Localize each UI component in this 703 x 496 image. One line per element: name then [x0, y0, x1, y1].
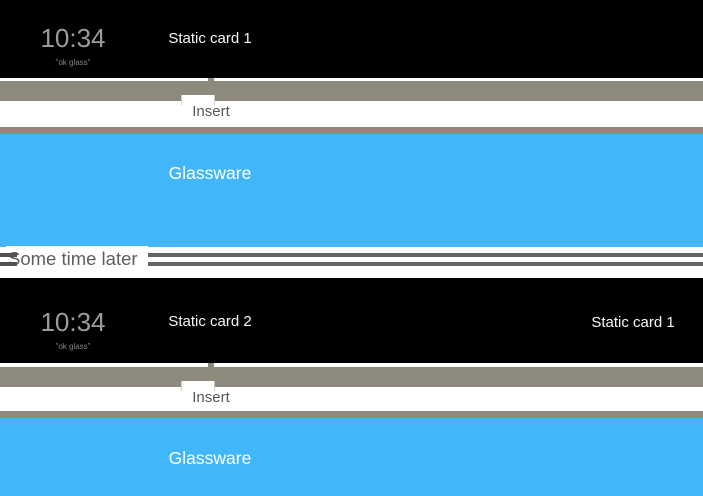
- home-card-state-2: [0, 278, 703, 363]
- glassware-label: Glassware: [168, 448, 252, 468]
- timeline-strip: [0, 411, 703, 418]
- insert-connector: [208, 78, 214, 81]
- static-card-1-label: Static card 1: [168, 30, 252, 47]
- insert-label: Insert: [192, 389, 230, 406]
- clock-text: 10:34: [40, 307, 106, 337]
- clock-text: 10:34: [40, 23, 106, 53]
- voice-prompt-text: "ok glass": [55, 58, 91, 67]
- glassware-label: Glassware: [168, 163, 252, 183]
- static-card-1-label-shifted: Static card 1: [591, 314, 675, 331]
- voice-prompt-text: "ok glass": [55, 342, 91, 351]
- time-divider-dash-top: [0, 253, 17, 257]
- insert-callout-notch: [181, 381, 215, 391]
- glassware-block: [0, 134, 703, 247]
- insert-label: Insert: [192, 103, 230, 120]
- home-card-state-1: [0, 0, 703, 78]
- timeline-bar: [0, 367, 703, 387]
- time-divider-label: Some time later: [6, 246, 148, 273]
- time-divider-line-bottom: [0, 262, 703, 266]
- static-card-2-label: Static card 2: [168, 313, 252, 330]
- insert-connector: [208, 363, 214, 367]
- timeline-strip: [0, 127, 703, 134]
- timeline-bar: [0, 81, 703, 101]
- time-divider-dash-bottom: [0, 262, 17, 266]
- time-divider-line-top: [0, 253, 703, 257]
- glassware-block: [0, 418, 703, 496]
- insert-callout-notch: [181, 95, 215, 105]
